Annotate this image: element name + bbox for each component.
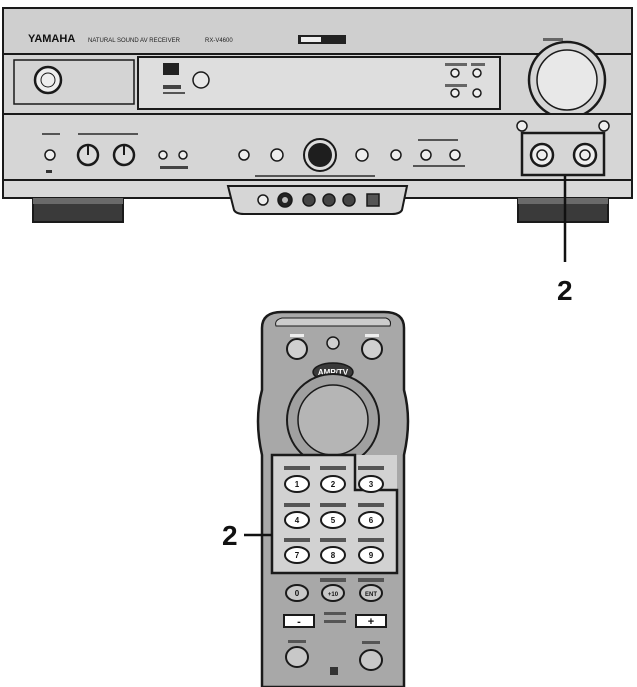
- preset-button-a[interactable]: [158, 150, 168, 160]
- remote-power-right-button[interactable]: [361, 338, 383, 360]
- display-button-3[interactable]: [450, 88, 460, 98]
- key-4[interactable]: [284, 511, 310, 529]
- key-0-label: 0: [295, 589, 300, 598]
- key-1[interactable]: [284, 475, 310, 493]
- callout-number-front: 2: [557, 275, 573, 306]
- key-2-label: 2: [331, 480, 336, 489]
- callout-remote: 2: [222, 520, 272, 551]
- optical-jack[interactable]: [366, 193, 380, 207]
- av-receiver-front-panel: YAMAHA NATURAL SOUND AV RECEIVER RX-V460…: [2, 7, 633, 223]
- program-button-left[interactable]: [420, 149, 432, 161]
- receiver-top-strip: [2, 7, 633, 55]
- cursor-pad[interactable]: [297, 384, 369, 456]
- key-3[interactable]: [358, 475, 384, 493]
- speakers-button[interactable]: [44, 149, 56, 161]
- key-0[interactable]: [285, 584, 309, 602]
- standby-on-button[interactable]: [33, 65, 63, 95]
- preset-button-b[interactable]: [178, 150, 188, 160]
- remote-sensor: [192, 71, 210, 89]
- model-line-text: NATURAL SOUND AV RECEIVER: [88, 38, 181, 44]
- volume-knob-inner: [536, 49, 598, 111]
- remote-bottom-left-button[interactable]: [285, 646, 309, 668]
- display-button-1[interactable]: [450, 68, 460, 78]
- input-small-button[interactable]: [238, 149, 250, 161]
- callout-front-panel: 2: [557, 176, 573, 306]
- effect-button[interactable]: [390, 149, 402, 161]
- key-ent-label: ENT: [365, 592, 377, 598]
- numeric-keys-highlight-box: [270, 453, 399, 575]
- key-7-label: 7: [295, 551, 300, 560]
- model-number-text: RX-V4600: [205, 38, 233, 44]
- plus-key-label: +: [368, 616, 374, 628]
- key-7[interactable]: [284, 546, 310, 564]
- key-plus10-label: +10: [328, 592, 339, 598]
- tone-treble-knob[interactable]: [572, 142, 598, 168]
- key-6[interactable]: [358, 511, 384, 529]
- program-button-right[interactable]: [449, 149, 461, 161]
- brand-logo: YAMAHA: [28, 33, 75, 45]
- remote-standby-button[interactable]: [326, 336, 340, 350]
- key-1-label: 1: [295, 480, 300, 489]
- key-3-label: 3: [369, 480, 374, 489]
- video-jack[interactable]: [302, 193, 316, 207]
- key-4-label: 4: [295, 516, 300, 525]
- input-button[interactable]: [270, 148, 284, 162]
- display-logo: [163, 63, 179, 75]
- front-input-panel: [226, 185, 409, 215]
- key-5-label: 5: [331, 516, 336, 525]
- display-button-4[interactable]: [472, 88, 482, 98]
- audio-r-jack[interactable]: [342, 193, 356, 207]
- callout-number-remote: 2: [222, 520, 238, 551]
- minus-key[interactable]: [283, 614, 315, 628]
- key-plus10[interactable]: [321, 584, 345, 602]
- amp-tv-label: AMP/TV: [318, 368, 349, 377]
- input-selector-knob[interactable]: [308, 143, 332, 167]
- tone-bass-knob[interactable]: [529, 142, 555, 168]
- straight-button[interactable]: [355, 148, 369, 162]
- audio-l-jack[interactable]: [322, 193, 336, 207]
- tone-control-highlight-box: [520, 131, 606, 177]
- display-window: [137, 56, 501, 110]
- numeric-keypad: 1 2 3 4 5 6 7 8 9: [284, 466, 384, 564]
- key-ent[interactable]: [359, 584, 383, 602]
- lower-keypad: 0 +10 ENT - +: [283, 578, 387, 675]
- display-button-2[interactable]: [472, 68, 482, 78]
- phones-jack[interactable]: [257, 194, 269, 206]
- digital-logo-badge: [298, 35, 346, 44]
- key-2[interactable]: [320, 475, 346, 493]
- key-8[interactable]: [320, 546, 346, 564]
- key-9-label: 9: [369, 551, 374, 560]
- minus-key-label: -: [297, 616, 301, 628]
- key-8-label: 8: [331, 551, 336, 560]
- plus-key[interactable]: [355, 614, 387, 628]
- remote-bottom-right-button[interactable]: [359, 649, 383, 671]
- remote-control: AMP/TV 1 2 3 4 5 6: [256, 310, 410, 687]
- key-5[interactable]: [320, 511, 346, 529]
- key-6-label: 6: [369, 516, 374, 525]
- remote-power-left-button[interactable]: [286, 338, 308, 360]
- key-9[interactable]: [358, 546, 384, 564]
